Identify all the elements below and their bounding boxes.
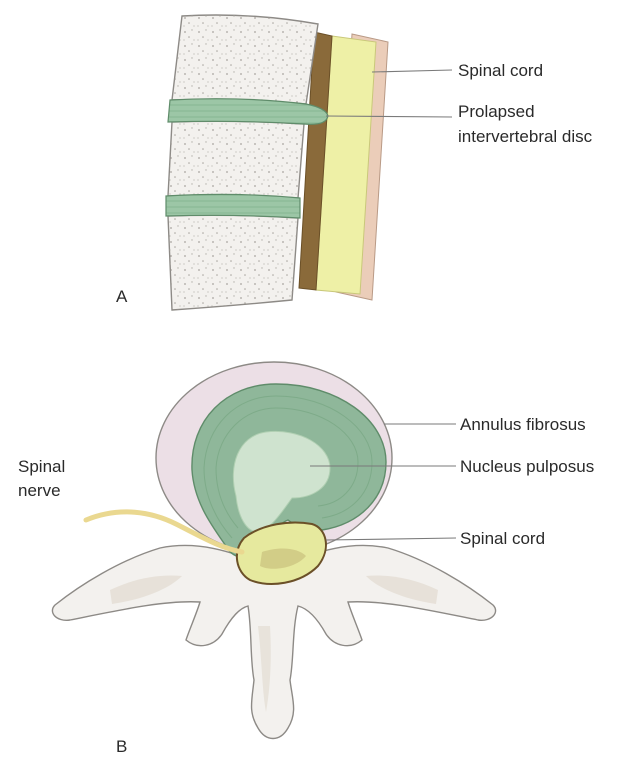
label-nucleus-pulposus: Nucleus pulposus xyxy=(460,457,594,476)
panel-label-a: A xyxy=(116,287,128,306)
label-prolapsed: Prolapsed xyxy=(458,102,535,121)
panel-a-sagittal-view xyxy=(166,15,388,310)
label-spinal-cord-a: Spinal cord xyxy=(458,61,543,80)
label-intervertebral-disc: intervertebral disc xyxy=(458,127,593,146)
panel-b-axial-view xyxy=(52,362,495,739)
spinal-cord-b-leader xyxy=(326,538,456,540)
label-spinal-cord-b: Spinal cord xyxy=(460,529,545,548)
panel-label-b: B xyxy=(116,737,127,756)
label-spinal: Spinal xyxy=(18,457,65,476)
label-nerve: nerve xyxy=(18,481,61,500)
intervertebral-disc-lower xyxy=(166,194,300,218)
label-annulus-fibrosus: Annulus fibrosus xyxy=(460,415,586,434)
